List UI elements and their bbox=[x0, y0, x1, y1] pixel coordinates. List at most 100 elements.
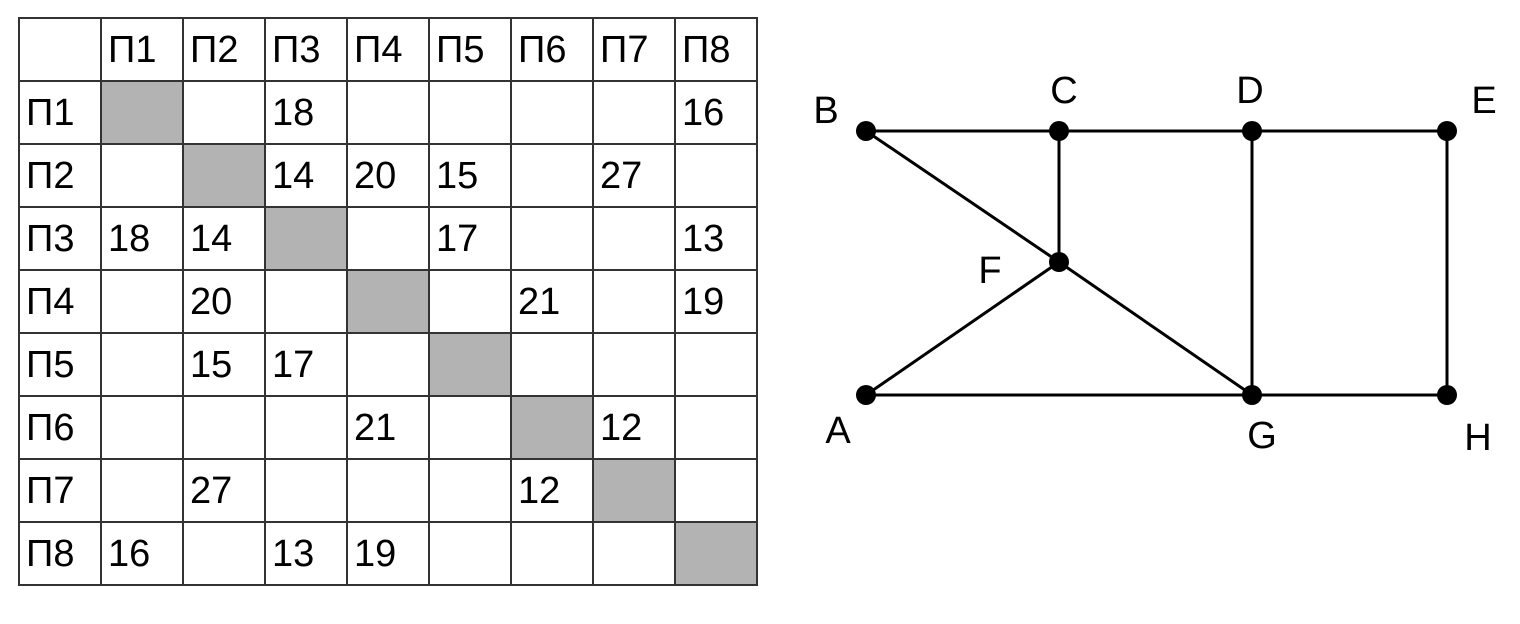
row-header: П7 bbox=[18, 458, 102, 523]
row-header: П8 bbox=[18, 521, 102, 586]
edge-A-F bbox=[865, 260, 1060, 397]
distance-cell: 17 bbox=[428, 206, 512, 271]
corner-cell bbox=[18, 17, 102, 82]
distance-cell bbox=[346, 206, 430, 271]
distance-cell bbox=[674, 458, 758, 523]
distance-cell bbox=[100, 269, 184, 334]
distance-cell bbox=[510, 143, 594, 208]
node-C bbox=[1049, 121, 1069, 141]
distance-cell bbox=[346, 332, 430, 397]
distance-cell bbox=[100, 332, 184, 397]
distance-cell bbox=[264, 395, 348, 460]
diagonal-cell bbox=[182, 143, 266, 208]
node-E bbox=[1437, 121, 1457, 141]
node-label-B: B bbox=[813, 90, 838, 132]
distance-cell: 14 bbox=[182, 206, 266, 271]
distance-cell bbox=[510, 521, 594, 586]
distance-cell: 16 bbox=[100, 521, 184, 586]
distance-cell: 13 bbox=[674, 206, 758, 271]
distance-cell bbox=[592, 521, 676, 586]
column-header: П1 bbox=[100, 17, 184, 82]
node-label-C: C bbox=[1050, 70, 1077, 112]
distance-cell: 19 bbox=[346, 521, 430, 586]
row-header: П5 bbox=[18, 332, 102, 397]
distance-cell bbox=[510, 206, 594, 271]
distance-cell: 15 bbox=[182, 332, 266, 397]
edge-B-F bbox=[865, 129, 1060, 264]
diagonal-cell bbox=[674, 521, 758, 586]
distance-cell: 18 bbox=[100, 206, 184, 271]
diagonal-cell bbox=[592, 458, 676, 523]
node-B bbox=[856, 121, 876, 141]
distance-cell bbox=[428, 80, 512, 145]
distance-cell bbox=[428, 395, 512, 460]
distance-cell bbox=[592, 332, 676, 397]
distance-cell bbox=[592, 80, 676, 145]
distance-cell bbox=[264, 458, 348, 523]
column-header: П8 bbox=[674, 17, 758, 82]
distance-cell: 21 bbox=[510, 269, 594, 334]
distance-cell: 19 bbox=[674, 269, 758, 334]
diagonal-cell bbox=[510, 395, 594, 460]
distance-cell bbox=[510, 332, 594, 397]
distance-cell: 16 bbox=[674, 80, 758, 145]
distance-cell bbox=[182, 521, 266, 586]
distance-cell: 21 bbox=[346, 395, 430, 460]
distance-cell bbox=[592, 269, 676, 334]
diagonal-cell bbox=[100, 80, 184, 145]
column-header: П5 bbox=[428, 17, 512, 82]
distance-cell: 15 bbox=[428, 143, 512, 208]
diagonal-cell bbox=[428, 332, 512, 397]
distance-cell: 14 bbox=[264, 143, 348, 208]
row-header: П3 bbox=[18, 206, 102, 271]
node-A bbox=[856, 385, 876, 405]
distance-cell bbox=[182, 395, 266, 460]
distance-cell: 20 bbox=[346, 143, 430, 208]
node-H bbox=[1437, 385, 1457, 405]
node-label-A: A bbox=[825, 410, 851, 452]
row-header: П4 bbox=[18, 269, 102, 334]
node-G bbox=[1242, 385, 1262, 405]
distance-cell bbox=[182, 80, 266, 145]
distance-cell: 12 bbox=[592, 395, 676, 460]
distance-cell: 20 bbox=[182, 269, 266, 334]
distance-cell: 27 bbox=[592, 143, 676, 208]
distance-cell: 27 bbox=[182, 458, 266, 523]
distance-cell bbox=[510, 80, 594, 145]
edge-F-G bbox=[1058, 260, 1253, 397]
node-label-H: H bbox=[1464, 417, 1491, 459]
distance-cell bbox=[346, 80, 430, 145]
column-header: П4 bbox=[346, 17, 430, 82]
node-D bbox=[1242, 121, 1262, 141]
column-header: П2 bbox=[182, 17, 266, 82]
distance-cell bbox=[592, 206, 676, 271]
row-header: П2 bbox=[18, 143, 102, 208]
distance-cell bbox=[428, 269, 512, 334]
distance-cell bbox=[674, 395, 758, 460]
node-label-E: E bbox=[1471, 80, 1496, 122]
distance-cell bbox=[100, 143, 184, 208]
diagonal-cell bbox=[346, 269, 430, 334]
distance-cell bbox=[100, 395, 184, 460]
distance-cell bbox=[674, 143, 758, 208]
distance-cell bbox=[428, 521, 512, 586]
node-F bbox=[1049, 252, 1069, 272]
distance-cell: 13 bbox=[264, 521, 348, 586]
distance-cell bbox=[100, 458, 184, 523]
distance-cell bbox=[428, 458, 512, 523]
table-row: П4 20 21 19 bbox=[18, 269, 758, 334]
row-header: П6 bbox=[18, 395, 102, 460]
row-header: П1 bbox=[18, 80, 102, 145]
column-header: П7 bbox=[592, 17, 676, 82]
node-label-D: D bbox=[1236, 70, 1263, 112]
distance-cell bbox=[674, 332, 758, 397]
column-header: П6 bbox=[510, 17, 594, 82]
